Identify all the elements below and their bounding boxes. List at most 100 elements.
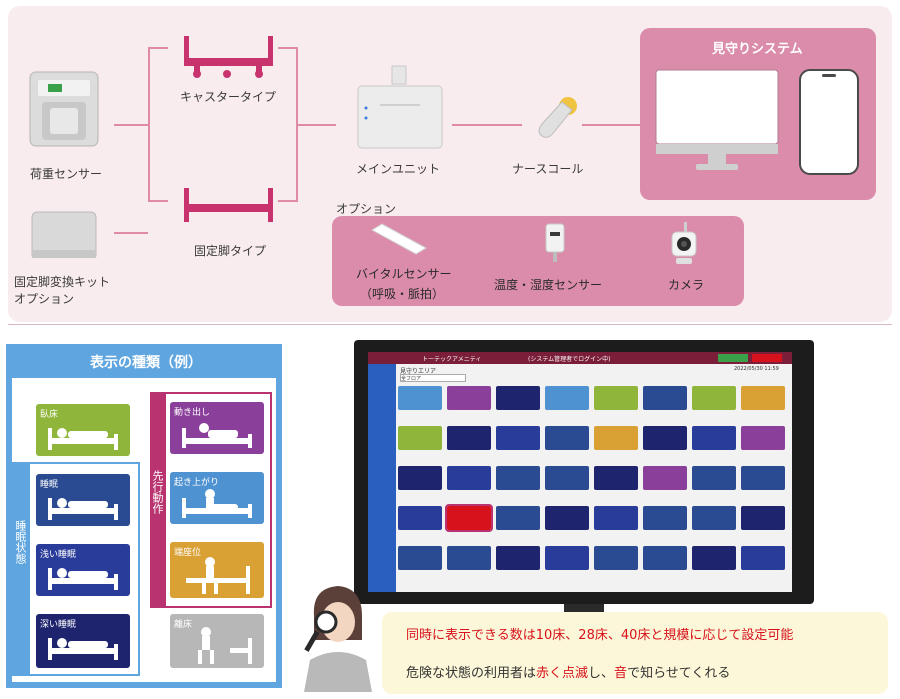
bed-tile[interactable] <box>447 466 491 490</box>
callout-text: し、 <box>588 666 615 681</box>
watch-system-title: 見守りシステム <box>712 42 803 57</box>
option-box <box>332 216 744 306</box>
bracket-right-top <box>278 47 298 49</box>
monitor-sidebar <box>368 364 396 592</box>
bed-tile[interactable] <box>447 386 491 410</box>
desktop-monitor-icon <box>652 66 782 178</box>
status-tile-label: 浅い睡眠 <box>40 550 77 560</box>
monitor-header-button-red[interactable] <box>752 354 782 362</box>
status-tile-label: 離床 <box>174 620 193 630</box>
bed-tile[interactable] <box>496 546 540 570</box>
camera-image <box>666 220 702 268</box>
bed-tile[interactable] <box>545 506 589 530</box>
status-tile-sit-up: 起き上がり <box>170 472 264 524</box>
bed-tile[interactable] <box>445 504 493 532</box>
person-in-bed-icon <box>48 428 118 450</box>
bed-tile[interactable] <box>496 386 540 410</box>
bed-tile[interactable] <box>692 466 736 490</box>
display-types-title: 表示の種類（例） <box>90 355 202 371</box>
bed-tile-grid <box>398 386 790 586</box>
status-tile-label: 端座位 <box>174 548 202 558</box>
nurse-call-label: ナースコール <box>512 162 584 176</box>
camera-label: カメラ <box>668 278 705 292</box>
bed-tile[interactable] <box>398 546 442 570</box>
bed-tile[interactable] <box>545 386 589 410</box>
smartphone-icon <box>798 68 860 176</box>
bed-tile[interactable] <box>545 426 589 450</box>
monitor-header: トーテックアメニティ (システム管理者でログイン中) <box>368 352 792 364</box>
bed-tile[interactable] <box>643 546 687 570</box>
load-sensor-label: 荷重センサー <box>30 167 103 181</box>
callout-emphasis: 赤く点滅 <box>536 666 589 681</box>
bed-tile[interactable] <box>741 506 785 530</box>
bracket-right <box>296 47 298 202</box>
bed-tile[interactable] <box>594 386 638 410</box>
bed-tile[interactable] <box>692 386 736 410</box>
bed-tile[interactable] <box>496 506 540 530</box>
monitor-area-select[interactable]: 全フロア <box>400 374 466 382</box>
status-tile-deep-sleep: 深い睡眠 <box>36 614 130 668</box>
sleeping-person-icon <box>48 498 118 520</box>
temp-humidity-sensor-image <box>542 222 568 264</box>
bed-tile[interactable] <box>447 426 491 450</box>
monitor-header-status: (システム管理者でログイン中) <box>528 356 611 363</box>
monitor-screen: トーテックアメニティ (システム管理者でログイン中) 見守りエリア 全フロア 2… <box>368 352 792 592</box>
bed-tile[interactable] <box>643 466 687 490</box>
temp-humidity-sensor-label: 温度・湿度センサー <box>494 278 603 292</box>
status-tile-label: 起き上がり <box>174 478 220 488</box>
precursor-label-bg <box>150 392 166 608</box>
status-tile-label: 深い睡眠 <box>40 620 77 630</box>
bed-tile[interactable] <box>643 506 687 530</box>
bed-tile[interactable] <box>594 506 638 530</box>
bed-tile[interactable] <box>398 466 442 490</box>
status-tile-light-sleep: 浅い睡眠 <box>36 544 130 596</box>
sleep-state-label: 睡眠状態 <box>14 520 27 564</box>
fixed-leg-type-label: 固定脚タイプ <box>194 244 267 258</box>
main-unit-image <box>352 64 448 152</box>
bed-tile[interactable] <box>594 426 638 450</box>
bed-tile[interactable] <box>741 466 785 490</box>
callout-text: 同時に表示できる数は <box>406 628 536 643</box>
option-title: オプション <box>336 202 397 216</box>
callout-emphasis: 10床、28床、40床 <box>535 628 651 643</box>
bed-tile[interactable] <box>496 466 540 490</box>
status-tile-sleep: 睡眠 <box>36 474 130 526</box>
vital-sensor-label-1: バイタルセンサー <box>356 267 452 281</box>
bed-tile[interactable] <box>643 426 687 450</box>
monitor-header-button-green[interactable] <box>718 354 748 362</box>
callout-text: 危険な状態の利用者は <box>406 666 537 681</box>
bed-tile[interactable] <box>741 546 785 570</box>
person-with-magnifier-illustration <box>296 570 380 692</box>
bed-tile[interactable] <box>643 386 687 410</box>
bed-tile[interactable] <box>545 546 589 570</box>
bed-tile[interactable] <box>594 466 638 490</box>
caster-type-label: キャスタータイプ <box>180 90 277 104</box>
bed-tile[interactable] <box>594 546 638 570</box>
bed-tile[interactable] <box>398 506 442 530</box>
bed-tile[interactable] <box>545 466 589 490</box>
bed-tile[interactable] <box>741 386 785 410</box>
status-tile-label: 動き出し <box>174 408 211 418</box>
nurse-call-image <box>528 94 580 140</box>
walking-person-icon <box>198 627 252 664</box>
fixed-kit-label-2: オプション <box>14 292 75 306</box>
bed-tile[interactable] <box>692 546 736 570</box>
status-tile-out-of-bed: 離床 <box>170 614 264 668</box>
bed-tile[interactable] <box>447 546 491 570</box>
monitor-stand <box>564 604 604 612</box>
bed-tile[interactable] <box>398 386 442 410</box>
status-tile-label: 臥床 <box>40 410 59 420</box>
bed-tile[interactable] <box>692 426 736 450</box>
bed-tile[interactable] <box>741 426 785 450</box>
bracket-right-bottom <box>278 200 298 202</box>
status-tile-edge-sit: 端座位 <box>170 542 264 598</box>
bed-tile[interactable] <box>398 426 442 450</box>
bracket-left <box>148 47 150 202</box>
fixed-kit-image <box>26 206 102 262</box>
bed-tile[interactable] <box>692 506 736 530</box>
connector-line <box>114 124 148 126</box>
bed-tile[interactable] <box>496 426 540 450</box>
callout-text: で知らせてくれる <box>627 666 731 681</box>
load-sensor-image <box>24 66 104 152</box>
fixed-kit-label-1: 固定脚変換キット <box>14 275 111 289</box>
